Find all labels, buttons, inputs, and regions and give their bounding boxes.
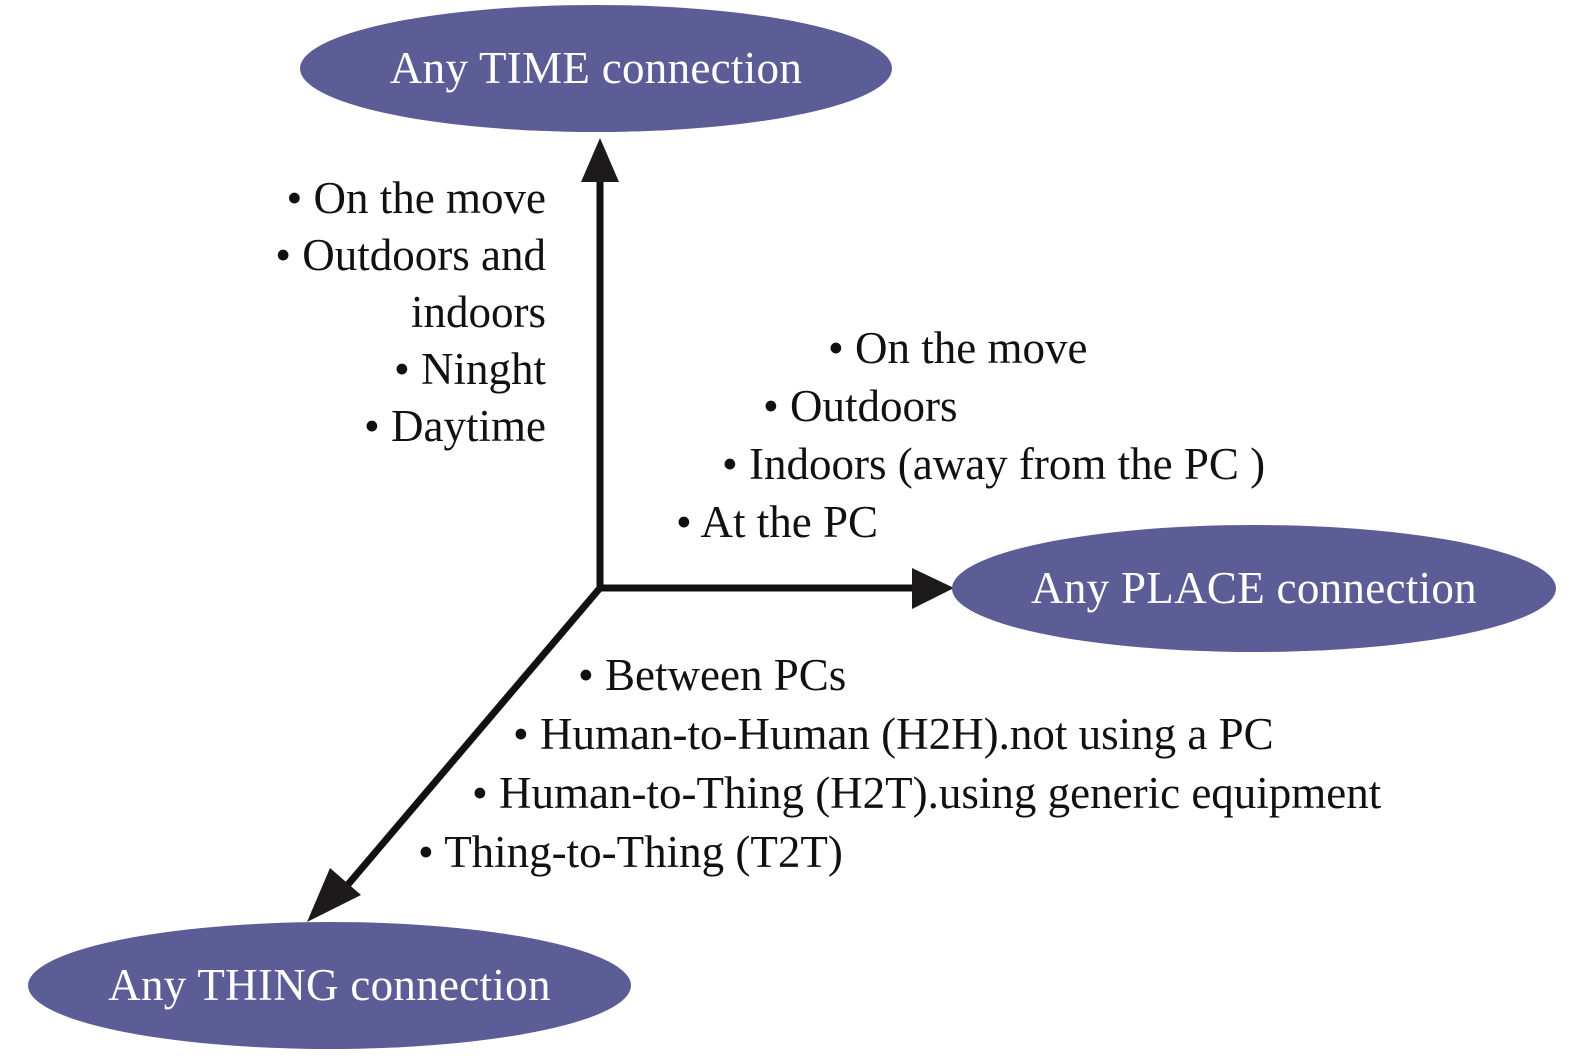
place-annotation-item: • At the PC <box>676 497 879 547</box>
place-axis <box>600 568 954 609</box>
place-annotation-item: • On the move <box>828 323 1088 373</box>
time-annotation-item: • Daytime <box>364 401 546 451</box>
time-axis <box>581 138 619 588</box>
node-any-time-connection[interactable]: Any TIME connection <box>300 5 892 132</box>
thing-annotation-item: • Human-to-Human (H2H).not using a PC <box>513 709 1274 759</box>
time-annotation-item: • Ninght <box>393 344 546 394</box>
place-annotation-item: • Outdoors <box>763 381 958 431</box>
thing-annotation-item: • Between PCs <box>578 650 847 700</box>
time-annotation-list: • On the move • Outdoors and indoors • N… <box>150 170 546 455</box>
time-annotation-item: • On the move <box>286 173 546 223</box>
thing-annotation-item: • Human-to-Thing (H2T).using generic equ… <box>472 768 1382 818</box>
place-annotation-item: • Indoors (away from the PC ) <box>722 439 1266 489</box>
time-annotation-item-continued: indoors <box>411 287 546 337</box>
node-any-place-connection[interactable]: Any PLACE connection <box>952 525 1556 652</box>
time-annotation-item: • Outdoors and <box>275 230 546 280</box>
node-any-time-connection-label: Any TIME connection <box>389 43 803 93</box>
node-any-place-connection-label: Any PLACE connection <box>1031 563 1477 613</box>
node-any-thing-connection[interactable]: Any THING connection <box>28 922 631 1049</box>
thing-annotation-item: • Thing-to-Thing (T2T) <box>418 827 843 877</box>
node-any-thing-connection-label: Any THING connection <box>108 960 551 1010</box>
